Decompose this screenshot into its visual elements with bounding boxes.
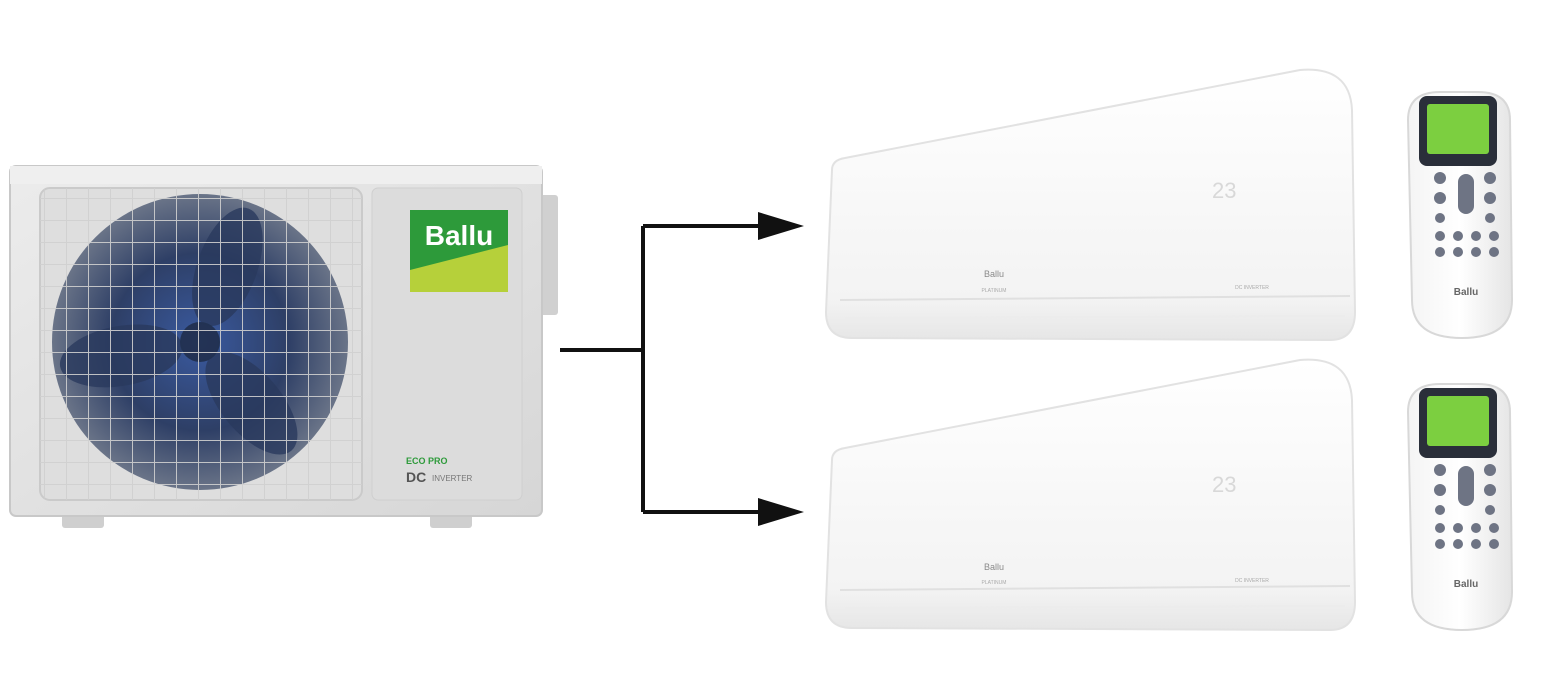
indoor-unit-brand: Ballu [984,269,1004,279]
indoor-unit: 23 Ballu PLATINUM DC INVERTER [824,68,1357,342]
indoor-unit-series: PLATINUM [982,580,1007,586]
eco-badge: ECO PRO [406,456,448,466]
outdoor-unit: Ballu ECO PRO DC INVERTER [9,165,558,528]
remote-control: Ballu [1406,383,1514,632]
indoor-unit-louver-line [844,315,1346,319]
indoor-unit-body [824,358,1357,632]
outdoor-unit-grille [40,188,362,500]
arrow-head-top-icon [758,212,804,240]
remote-buttons [1434,172,1499,257]
indoor-unit-sub: DC INVERTER [1235,285,1269,291]
ballu-logo: Ballu [410,210,508,292]
indoor-unit-brand: Ballu [984,562,1004,572]
dc-badge: DC [406,469,426,485]
indoor-unit-display: 23 [1212,472,1236,497]
remote-buttons [1434,464,1499,549]
dc-badge-sub: INVERTER [432,474,473,483]
remote-brand: Ballu [1454,287,1478,298]
outdoor-unit-top-edge [10,166,542,184]
indoor-unit-louver-line [844,605,1346,609]
indoor-unit: 23 Ballu PLATINUM DC INVERTER [824,358,1357,632]
connection-arrows [560,224,770,514]
indoor-unit-body [824,68,1357,342]
indoor-unit-louver-line [839,585,1351,591]
outdoor-unit-valve-panel [540,195,558,315]
remote-control: Ballu [1406,91,1514,340]
arrow-head-bottom-icon [758,498,804,526]
remote-screen [1427,104,1489,154]
indoor-unit-display: 23 [1212,178,1236,203]
outdoor-unit-brand: Ballu [425,220,493,251]
indoor-unit-louver-line [839,295,1351,301]
indoor-unit-sub: DC INVERTER [1235,578,1269,584]
indoor-unit-series: PLATINUM [982,288,1007,294]
inverter-badge: ECO PRO DC INVERTER [406,456,473,485]
remote-screen [1427,396,1489,446]
remote-brand: Ballu [1454,579,1478,590]
